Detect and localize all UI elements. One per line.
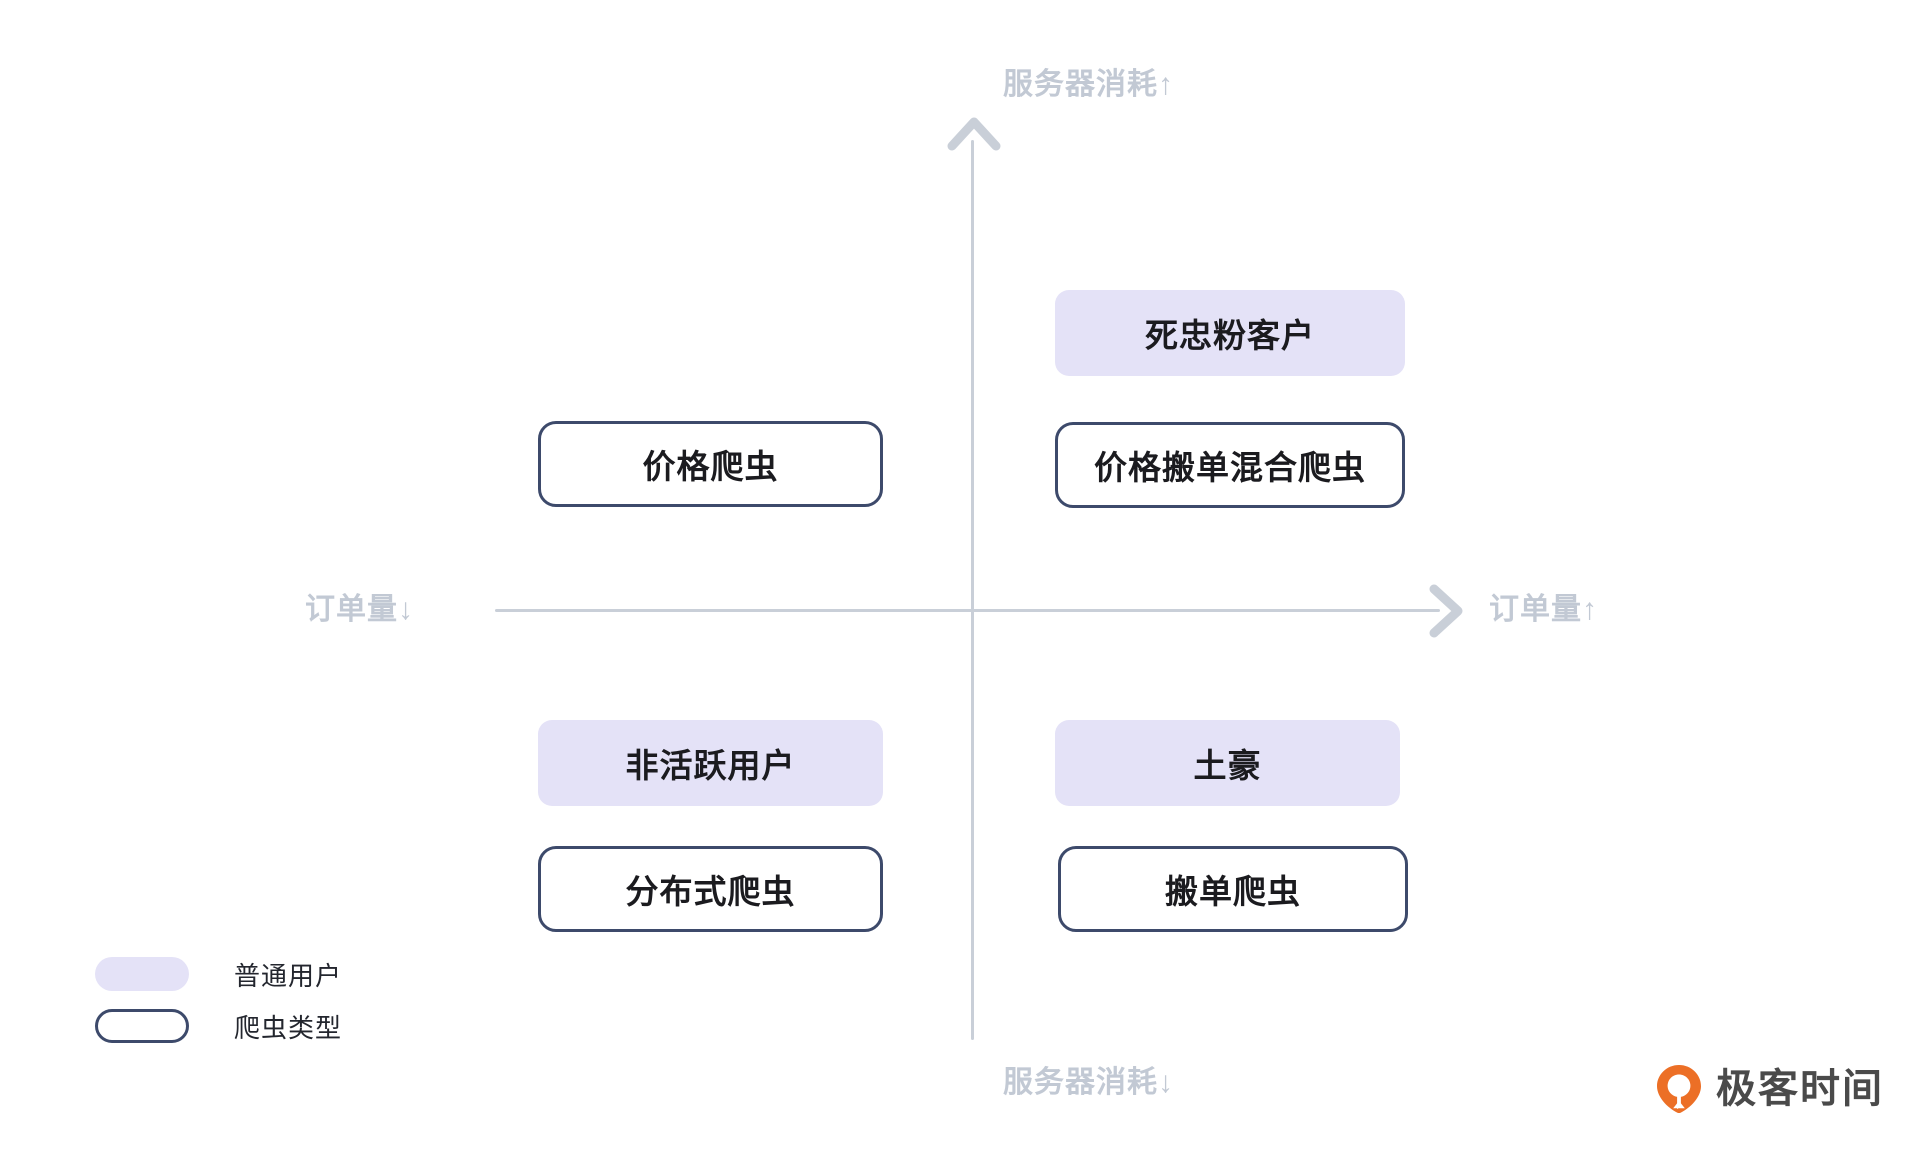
legend-label-crawler-type: 爬虫类型 — [234, 1012, 343, 1043]
axis-label-order-volume-high: 订单量↑ — [1489, 593, 1598, 626]
legend-swatch-filled — [95, 957, 189, 991]
node-inactive-user[interactable]: 非活跃用户 — [538, 720, 883, 806]
node-price-order-mixed-crawler[interactable]: 价格搬单混合爬虫 — [1055, 422, 1405, 508]
geekbang-pin-icon — [1657, 1065, 1701, 1114]
legend-item-crawler-type: 爬虫类型 — [95, 1000, 342, 1052]
legend-label-normal-user: 普通用户 — [234, 960, 343, 991]
brand-name: 极客时间 — [1716, 1067, 1884, 1111]
axis-label-server-consumption-low: 服务器消耗↓ — [1003, 1066, 1174, 1099]
node-distributed-crawler[interactable]: 分布式爬虫 — [538, 846, 883, 932]
vertical-axis-arrow-icon — [947, 117, 1001, 151]
legend-item-normal-user: 普通用户 — [95, 948, 342, 1000]
node-price-crawler[interactable]: 价格爬虫 — [538, 421, 883, 507]
brand-logo: 极客时间 — [1655, 1064, 1884, 1114]
vertical-axis-line — [971, 140, 974, 1040]
horizontal-axis-line — [495, 609, 1440, 612]
axis-label-order-volume-low: 订单量↓ — [305, 593, 414, 626]
legend-swatch-outlined — [95, 1009, 189, 1043]
node-loyal-customer[interactable]: 死忠粉客户 — [1055, 290, 1405, 376]
legend: 普通用户 爬虫类型 — [95, 948, 342, 1052]
node-order-moving-crawler[interactable]: 搬单爬虫 — [1058, 846, 1408, 932]
node-rich-user[interactable]: 土豪 — [1055, 720, 1400, 806]
horizontal-axis-arrow-icon — [1429, 584, 1463, 638]
axis-label-server-consumption-high: 服务器消耗↑ — [1003, 68, 1174, 101]
